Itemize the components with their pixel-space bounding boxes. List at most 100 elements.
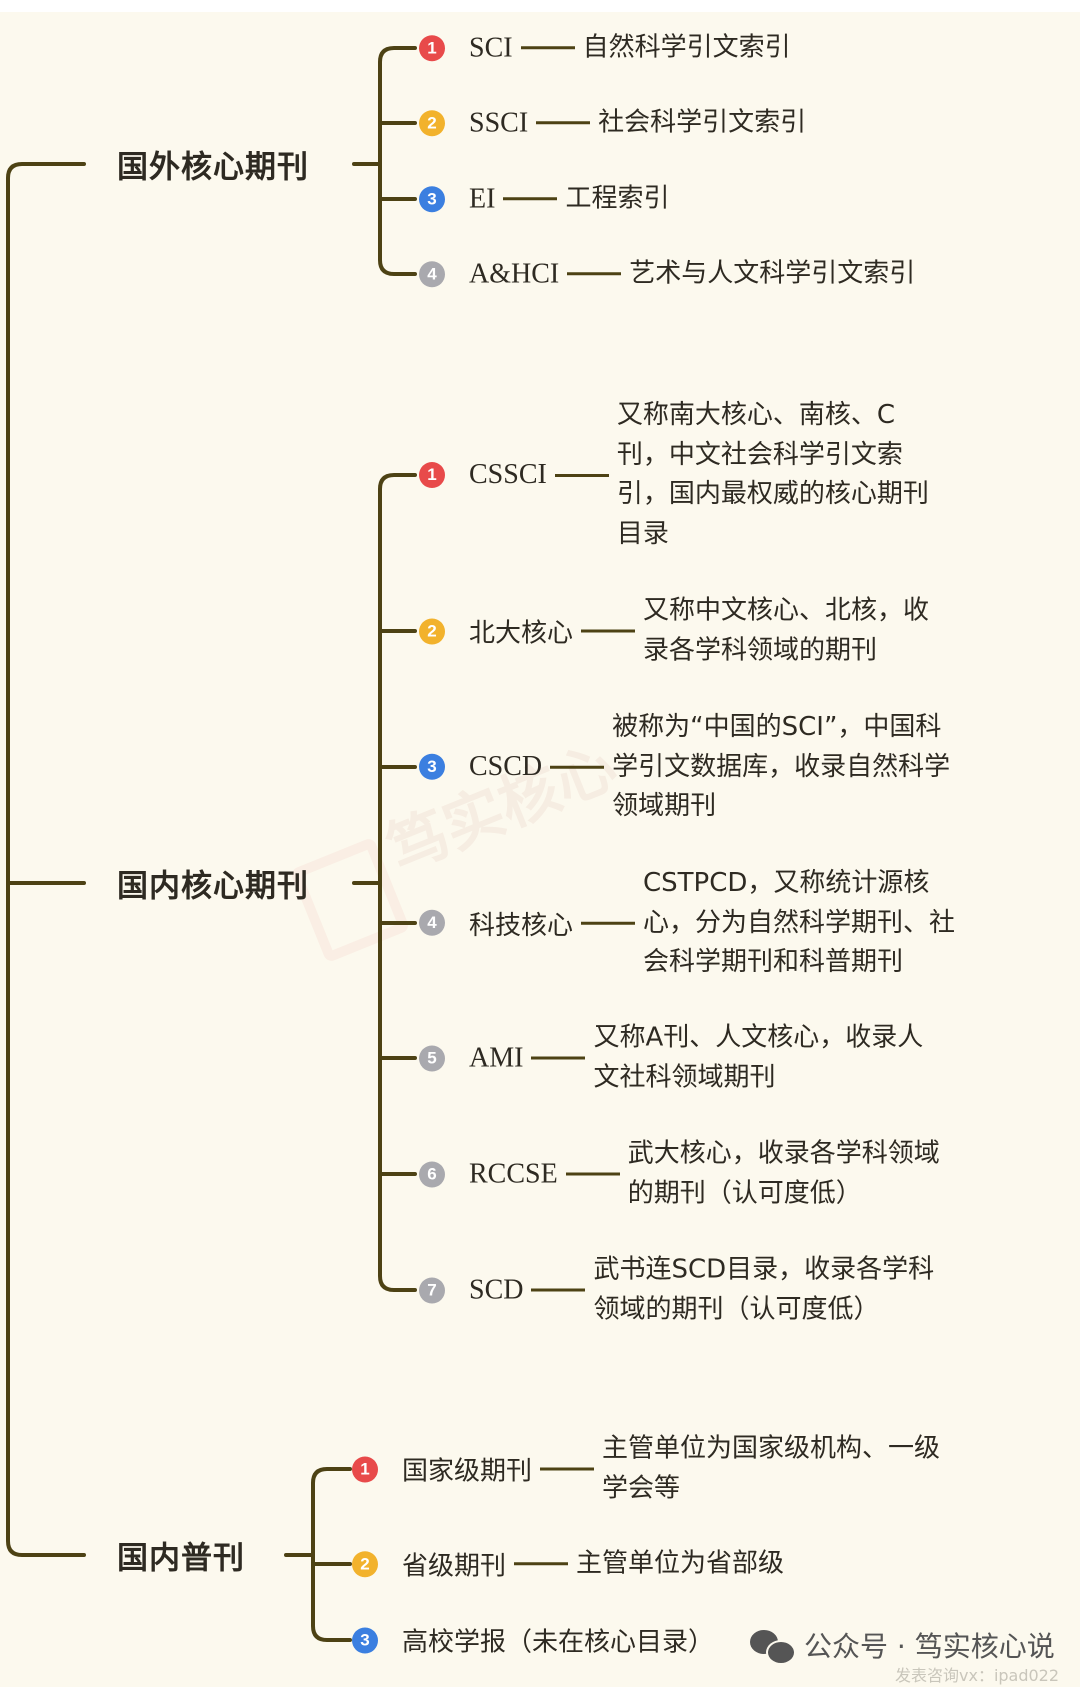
domestic-core-item[interactable]: 7 SCD 武书连SCD目录，收录各学科领域的期刊（认可度低）: [419, 1251, 934, 1330]
description-line: 艺术与人文科学引文索引: [629, 258, 916, 289]
description-line: 又称A刊、人文核心，收录人: [593, 1022, 924, 1053]
domestic-general-item[interactable]: 3 高校学报（未在核心目录）: [352, 1622, 714, 1659]
number-badge-icon: 3: [419, 186, 445, 212]
number-badge-icon: 2: [419, 618, 445, 644]
root-bracket: [6, 162, 86, 1557]
description-line: 引，国内最权威的核心期刊: [616, 479, 929, 509]
item-label: 国家级期刊: [402, 1456, 533, 1487]
item-label: 高校学报（未在核心目录）: [402, 1627, 715, 1658]
item-description: 主管单位为省部级: [576, 1544, 784, 1584]
description-line: 又称南大核心、南核、C: [616, 400, 895, 430]
description-line: 会科学期刊和科普期刊: [643, 946, 904, 977]
number-badge-icon: 3: [352, 1627, 378, 1653]
item-description: 社会科学引文索引: [598, 103, 806, 143]
description-line: 被称为“中国的SCI”，中国科: [612, 711, 942, 742]
connector-dash: [567, 272, 622, 276]
description-line: 又称中文核心、北核，收: [643, 595, 930, 626]
item-description: CSTPCD，又称统计源核心，分为自然科学期刊、社会科学期刊和科普期刊: [643, 864, 955, 983]
footer-account: 公众号 · 笃实核心说: [750, 1625, 1055, 1665]
item-description: 主管单位为国家级机构、一级学会等: [602, 1430, 940, 1509]
domestic-core-item[interactable]: 2 北大核心 又称中文核心、北核，收录各学科领域的期刊: [419, 592, 929, 671]
item-description: 工程索引: [565, 179, 669, 219]
foreign-item[interactable]: 3 EI 工程索引: [419, 179, 669, 219]
item-label: RCCSE: [469, 1158, 558, 1189]
description-line: 自然科学引文索引: [582, 32, 791, 63]
description-line: 社会科学引文索引: [598, 107, 807, 138]
foreign-bracket: [378, 46, 417, 276]
domestic-core-bracket: [378, 473, 417, 1292]
connector-dash: [550, 765, 605, 769]
item-label: CSCD: [469, 751, 543, 782]
number-badge-icon: 1: [419, 35, 445, 61]
item-description: 又称南大核心、南核、C 刊，中文社会科学引文索引，国内最权威的核心期刊目录: [617, 396, 929, 554]
connector-dash: [536, 121, 591, 125]
item-description: 又称A刊、人文核心，收录人文社科领域期刊: [593, 1019, 923, 1098]
connector-dash: [503, 197, 558, 201]
description-line: 主管单位为国家级机构、一级: [602, 1433, 941, 1464]
connector-dash: [514, 1562, 569, 1566]
bottom-bar: [0, 1687, 1080, 1693]
domestic-general-item[interactable]: 1 国家级期刊 主管单位为国家级机构、一级学会等: [352, 1430, 940, 1509]
top-bar: [0, 0, 1080, 12]
description-line: 武大核心，收录各学科领域: [627, 1138, 940, 1169]
item-label: EI: [469, 183, 496, 214]
connector-dash: [565, 1172, 620, 1176]
connector-dash: [540, 1467, 595, 1471]
domestic-core-item[interactable]: 3 CSCD 被称为“中国的SCI”，中国科学引文数据库，收录自然科学领域期刊: [419, 708, 950, 827]
description-line: 领域期刊: [612, 790, 717, 821]
item-description: 武书连SCD目录，收录各学科领域的期刊（认可度低）: [593, 1251, 934, 1330]
number-badge-icon: 4: [419, 910, 445, 936]
item-description: 艺术与人文科学引文索引: [629, 254, 915, 294]
description-line: 工程索引: [565, 183, 670, 214]
node-domestic-general[interactable]: 国内普刊: [117, 1540, 245, 1577]
item-description: 武大核心，收录各学科领域的期刊（认可度低）: [628, 1135, 940, 1214]
item-label: CSSCI: [469, 459, 547, 490]
number-badge-icon: 4: [419, 261, 445, 287]
item-label: SCD: [469, 1274, 524, 1305]
item-label: SSCI: [469, 107, 529, 138]
item-description: 自然科学引文索引: [583, 28, 791, 68]
wechat-icon: [750, 1628, 796, 1665]
number-badge-icon: 1: [352, 1456, 378, 1482]
description-line: 武书连SCD目录，收录各学科: [593, 1254, 935, 1285]
description-line: 心，分为自然科学期刊、社: [643, 907, 956, 938]
item-label: 科技核心: [469, 910, 574, 941]
connector-dash: [531, 1288, 586, 1292]
connector-dash: [520, 46, 575, 50]
description-line: 目录: [616, 518, 669, 549]
domestic-core-item[interactable]: 4 科技核心 CSTPCD，又称统计源核心，分为自然科学期刊、社会科学期刊和科普期刊: [419, 864, 955, 983]
connector-dash: [531, 1056, 586, 1060]
description-line: 的期刊（认可度低）: [627, 1178, 862, 1208]
connector-dash: [581, 921, 636, 925]
number-badge-icon: 3: [419, 754, 445, 780]
node-foreign-core[interactable]: 国外核心期刊: [117, 149, 309, 186]
foreign-item[interactable]: 1 SCI 自然科学引文索引: [419, 28, 791, 68]
number-badge-icon: 5: [419, 1045, 445, 1071]
item-description: 被称为“中国的SCI”，中国科学引文数据库，收录自然科学领域期刊: [612, 708, 950, 827]
description-line: 学会等: [602, 1473, 681, 1503]
item-description: 又称中文核心、北核，收录各学科领域的期刊: [643, 592, 929, 671]
domestic-core-item[interactable]: 1 CSSCI 又称南大核心、南核、C 刊，中文社会科学引文索引，国内最权威的核心期刊…: [419, 396, 929, 554]
description-line: 领域的期刊（认可度低）: [593, 1294, 880, 1324]
description-line: 学引文数据库，收录自然科学: [612, 751, 951, 782]
item-label: 省级期刊: [402, 1551, 507, 1582]
item-label: SCI: [469, 32, 513, 63]
connector-dash: [554, 473, 609, 477]
description-line: 录各学科领域的期刊: [643, 635, 878, 665]
domestic-general-bracket: [311, 1467, 352, 1642]
account-name: 公众号 · 笃实核心说: [804, 1630, 1055, 1663]
node-domestic-core[interactable]: 国内核心期刊: [117, 868, 309, 905]
item-label: 北大核心: [469, 618, 574, 649]
description-line: 刊，中文社会科学引文索: [616, 439, 903, 470]
description-line: 主管单位为省部级: [576, 1548, 785, 1579]
number-badge-icon: 7: [419, 1277, 445, 1303]
number-badge-icon: 1: [419, 462, 445, 488]
contact-text: 发表咨询vx：ipad022: [895, 1666, 1060, 1685]
connector-dash: [581, 629, 636, 633]
